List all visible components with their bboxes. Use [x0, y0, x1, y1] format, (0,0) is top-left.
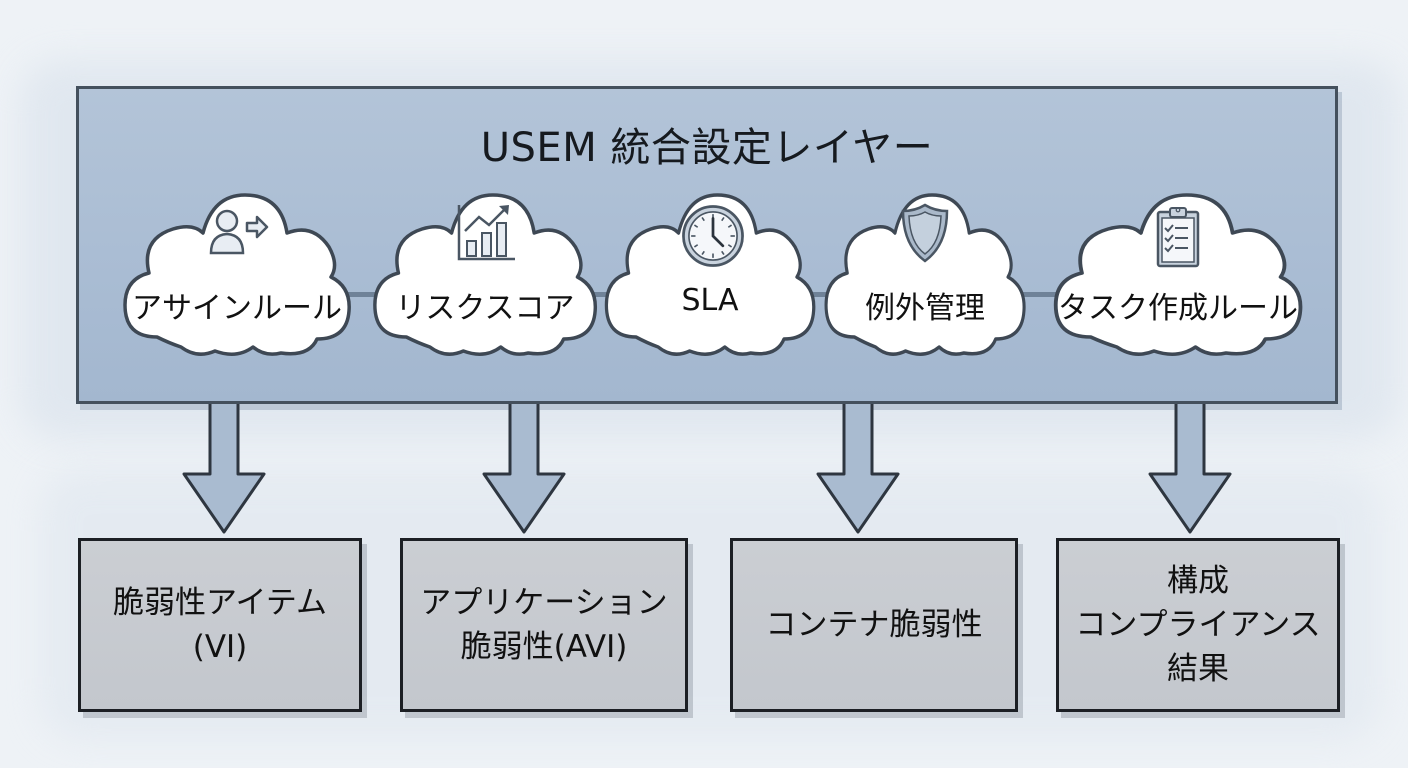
shield-icon — [893, 201, 957, 265]
setting-cloud-sla: SLA — [599, 187, 821, 357]
user-assign-icon — [205, 201, 269, 265]
chart-growth-icon — [453, 201, 517, 265]
setting-cloud-exception-management: 例外管理 — [819, 187, 1031, 357]
target-label-line: コンテナ脆弱性 — [765, 607, 983, 643]
setting-label: タスク作成ルール — [1058, 291, 1298, 326]
target-label-line: 脆弱性アイテム — [113, 585, 327, 621]
clock-icon — [678, 201, 744, 267]
target-configuration-compliance-result: 構成 コンプライアンス 結果 — [1056, 538, 1340, 712]
setting-label: SLA — [681, 283, 739, 318]
target-label-line: 構成 — [1167, 563, 1229, 599]
setting-cloud-assign-rule: アサインルール — [117, 187, 357, 357]
target-container-vulnerability: コンテナ脆弱性 — [730, 538, 1018, 712]
target-vulnerability-item: 脆弱性アイテム (VI) — [78, 538, 362, 712]
target-label-line: コンプライアンス — [1075, 607, 1321, 643]
setting-cloud-task-creation-rule: タスク作成ルール — [1047, 187, 1309, 357]
usem-settings-layer-panel: USEM 統合設定レイヤー アサインルール リスクスコア — [76, 86, 1338, 404]
target-label-line: (VI) — [192, 629, 248, 665]
target-label-line: 脆弱性(AVI) — [460, 629, 628, 665]
down-arrow-1 — [174, 404, 274, 538]
target-label-line: アプリケーション — [420, 585, 668, 621]
setting-label: アサインルール — [132, 291, 342, 326]
down-arrow-2 — [474, 404, 574, 538]
target-application-vulnerability: アプリケーション 脆弱性(AVI) — [400, 538, 688, 712]
setting-label: 例外管理 — [865, 291, 985, 326]
setting-label: リスクスコア — [395, 291, 575, 326]
layer-title: USEM 統合設定レイヤー — [480, 125, 934, 171]
down-arrow-4 — [1140, 404, 1240, 538]
clipboard-checklist-icon — [1146, 201, 1210, 268]
down-arrow-3 — [808, 404, 908, 538]
target-label-line: 結果 — [1167, 651, 1229, 687]
setting-cloud-risk-score: リスクスコア — [367, 187, 603, 357]
